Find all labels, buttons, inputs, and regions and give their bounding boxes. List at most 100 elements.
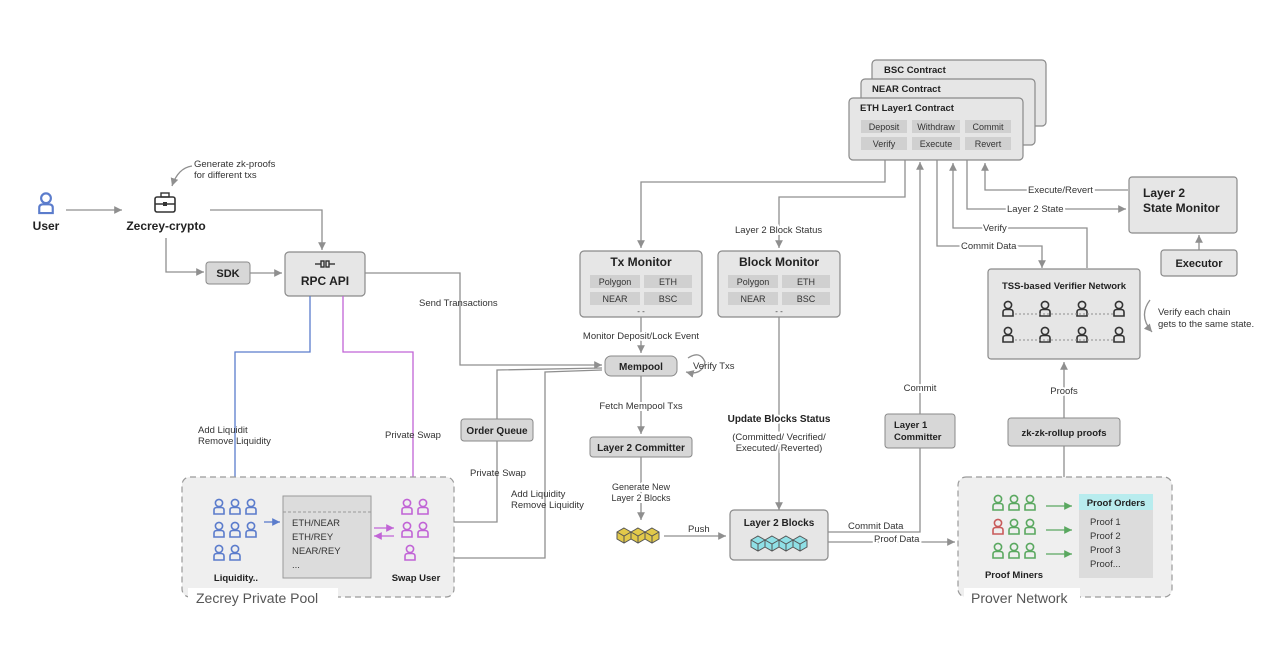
l1-committer-line2: Committer bbox=[894, 432, 942, 443]
l1-committer-line1: Layer 1 bbox=[894, 420, 928, 431]
rpc-api-label: RPC API bbox=[301, 274, 349, 288]
tss-title: TSS-based Verifier Network bbox=[1002, 281, 1127, 292]
proof-orders-title: Proof Orders bbox=[1087, 498, 1146, 509]
block-chip: NEAR bbox=[740, 294, 766, 304]
add-liquidity-mid-line1: Add Liquidity bbox=[511, 489, 566, 500]
pair-item: ... bbox=[292, 560, 300, 571]
blocks-cubes-icon bbox=[616, 527, 660, 544]
update-status-line2: Executed/ Reverted) bbox=[736, 443, 823, 454]
update-status-line1: (Committed/ Vecrified/ bbox=[732, 432, 826, 443]
layer2-state-label: Layer 2 State bbox=[1007, 204, 1064, 215]
tss-note-line1: Verify each chain bbox=[1158, 307, 1230, 318]
tss-note-line2: gets to the same state. bbox=[1158, 319, 1254, 330]
contracts-stack: BSC Contract NEAR Contract ETH Layer1 Co… bbox=[848, 59, 1047, 161]
user-label: User bbox=[33, 219, 60, 233]
order-queue-box: Order Queue bbox=[460, 418, 534, 442]
tx-chip: ETH bbox=[659, 277, 677, 287]
private-swap-line bbox=[342, 296, 417, 488]
commit-data-top-label: Commit Data bbox=[961, 241, 1017, 252]
pairs-panel: ETH/NEAR ETH/REY NEAR/REY ... bbox=[282, 495, 372, 579]
verify-txs-loop-icon bbox=[685, 354, 706, 378]
block-monitor-title: Block Monitor bbox=[739, 255, 819, 269]
tx-monitor-box: Tx Monitor Polygon ETH NEAR BSC - - bbox=[579, 250, 703, 318]
block-chip: ETH bbox=[797, 277, 815, 287]
proof-order-item: Proof 3 bbox=[1090, 545, 1121, 556]
update-status-title: Update Blocks Status bbox=[728, 414, 831, 425]
user-icon bbox=[38, 192, 54, 215]
mempool-label: Mempool bbox=[619, 362, 663, 373]
tx-more: - - bbox=[637, 307, 645, 316]
add-liquidity-line bbox=[234, 296, 311, 488]
layer2-committer-label: Layer 2 Committer bbox=[597, 443, 685, 454]
pair-item: NEAR/REY bbox=[292, 546, 341, 557]
block-more: - - bbox=[775, 307, 783, 316]
rpc-api-box: RPC API bbox=[284, 251, 366, 297]
zk-rollup-label: zk-zk-rollup proofs bbox=[1022, 428, 1107, 439]
contract-verify: Verify bbox=[873, 139, 896, 149]
proofs-label: Proofs bbox=[1050, 386, 1078, 397]
sdk-box: SDK bbox=[205, 261, 251, 285]
send-transactions-label: Send Transactions bbox=[419, 298, 498, 309]
verify-label: Verify bbox=[983, 223, 1007, 234]
pair-item: ETH/NEAR bbox=[292, 518, 340, 529]
block-chip: BSC bbox=[797, 294, 816, 304]
layer2-block-status-label: Layer 2 Block Status bbox=[735, 225, 822, 236]
liquidity-label: Liquidity.. bbox=[214, 573, 258, 584]
add-liquidity-left-line2: Remove Liquidity bbox=[198, 436, 271, 447]
user-node: User bbox=[33, 192, 60, 233]
sdk-label: SDK bbox=[216, 268, 239, 280]
api-connector-icon bbox=[315, 260, 335, 268]
mempool-box: Mempool bbox=[604, 355, 678, 377]
contract-withdraw: Withdraw bbox=[917, 122, 955, 132]
zk-proofs-note-line2: for different txs bbox=[194, 170, 257, 181]
pool-title: Zecrey Private Pool bbox=[196, 590, 318, 606]
zecrey-private-pool: Zecrey Private Pool Liquidity.. ETH/NEAR… bbox=[181, 476, 455, 606]
commit-data-label: Commit Data bbox=[848, 521, 904, 532]
fetch-mempool-label: Fetch Mempool Txs bbox=[599, 401, 682, 412]
layer2-blocks-box: Layer 2 Blocks bbox=[729, 509, 829, 561]
block-monitor-box: Block Monitor Polygon ETH NEAR BSC - - bbox=[717, 250, 841, 318]
state-monitor-box: Layer 2 State Monitor bbox=[1128, 176, 1238, 234]
tx-monitor-title: Tx Monitor bbox=[610, 255, 672, 269]
generate-blocks-line1: Generate New bbox=[612, 482, 671, 492]
pair-item: ETH/REY bbox=[292, 532, 334, 543]
near-contract-label: NEAR Contract bbox=[872, 84, 941, 95]
private-swap-mid-label: Private Swap bbox=[470, 468, 526, 479]
add-liquidity-left-line1: Add Liquidit bbox=[198, 425, 248, 436]
executor-box: Executor bbox=[1160, 249, 1238, 277]
prover-title: Prover Network bbox=[971, 590, 1068, 606]
toolbox-icon bbox=[154, 192, 176, 213]
executor-label: Executor bbox=[1175, 258, 1223, 270]
generate-blocks-line2: Layer 2 Blocks bbox=[611, 493, 671, 503]
monitor-deposit-label: Monitor Deposit/Lock Event bbox=[583, 331, 700, 342]
zecrey-crypto-node: Zecrey-crypto Generate zk-proofs for dif… bbox=[126, 159, 275, 233]
proof-orders-panel: Proof Orders Proof 1 Proof 2 Proof 3 Pro… bbox=[1079, 494, 1153, 578]
state-monitor-line2: State Monitor bbox=[1143, 201, 1220, 215]
state-monitor-line1: Layer 2 bbox=[1143, 186, 1185, 200]
contract-commit: Commit bbox=[973, 122, 1004, 132]
proof-order-item: Proof 1 bbox=[1090, 517, 1121, 528]
tx-chip: Polygon bbox=[599, 277, 632, 287]
swap-user-label: Swap User bbox=[392, 573, 441, 584]
tx-chip: BSC bbox=[659, 294, 678, 304]
verify-txs-label: Verify Txs bbox=[693, 361, 735, 372]
tx-chip: NEAR bbox=[602, 294, 628, 304]
add-liquidity-mid-line2: Remove Liquidity bbox=[511, 500, 584, 511]
zk-rollup-box: zk-zk-rollup proofs bbox=[1007, 417, 1121, 447]
block-chip: Polygon bbox=[737, 277, 770, 287]
order-queue-label: Order Queue bbox=[466, 426, 528, 437]
push-label: Push bbox=[688, 524, 710, 535]
contract-revert: Revert bbox=[975, 139, 1002, 149]
layer2-blocks-label: Layer 2 Blocks bbox=[744, 518, 815, 529]
commit-label: Commit bbox=[904, 383, 937, 394]
verify-loop-icon bbox=[1143, 299, 1153, 333]
private-swap-left-label: Private Swap bbox=[385, 430, 441, 441]
eth-contract-label: ETH Layer1 Contract bbox=[860, 103, 955, 114]
zk-proofs-note-line1: Generate zk-proofs bbox=[194, 159, 276, 170]
tss-verifier-network: TSS-based Verifier Network bbox=[987, 268, 1141, 360]
proof-order-item: Proof 2 bbox=[1090, 531, 1121, 542]
layer1-committer-box: Layer 1 Committer bbox=[884, 413, 956, 449]
execute-revert-label: Execute/Revert bbox=[1028, 185, 1093, 196]
prover-network: Prover Network Proof Miners Proof Orders… bbox=[957, 476, 1173, 606]
